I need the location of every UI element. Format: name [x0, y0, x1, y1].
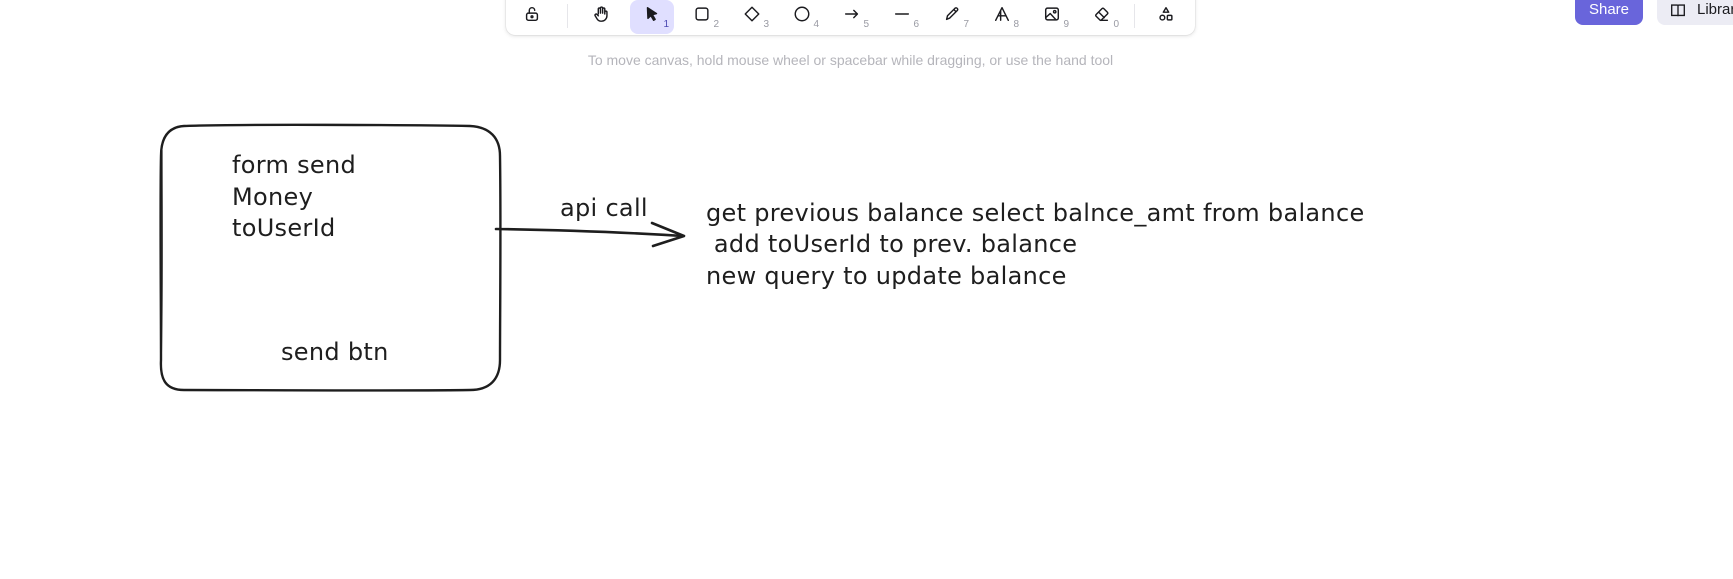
notes-line1: get previous balance select balnce_amt f… — [706, 199, 1365, 227]
arrow-label: api call — [560, 194, 648, 222]
library-label: Library — [1697, 1, 1733, 18]
tool-shortcut: 4 — [813, 19, 819, 30]
api-call-arrow[interactable] — [494, 227, 685, 238]
lock-tool-button[interactable] — [510, 0, 554, 34]
tool-shortcut: 7 — [963, 19, 969, 30]
tool-shortcut: 8 — [1013, 19, 1019, 30]
toolbar-divider — [1134, 4, 1135, 28]
image-icon — [1044, 7, 1060, 21]
line-icon — [894, 13, 910, 15]
eraser-tool-button[interactable]: 0 — [1080, 0, 1124, 34]
draw-tool-button[interactable]: 7 — [930, 0, 974, 34]
text-icon — [994, 6, 1010, 22]
toolbar-divider — [567, 4, 568, 28]
text-tool-button[interactable]: 8 — [980, 0, 1024, 34]
tool-shortcut: 2 — [713, 19, 719, 30]
send-button-label: send btn — [281, 338, 389, 366]
eraser-icon — [1095, 7, 1109, 22]
selection-tool-button[interactable]: 1 — [630, 0, 674, 34]
form-label-line1: form send — [232, 151, 357, 179]
diamond-icon — [744, 6, 760, 22]
form-label-line3: toUserId — [232, 214, 336, 242]
canvas-hint: To move canvas, hold mouse wheel or spac… — [587, 52, 1114, 68]
notes-line3: new query to update balance — [706, 262, 1067, 290]
line-tool-button[interactable]: 6 — [880, 0, 924, 34]
pointer-icon — [646, 6, 658, 22]
form-label-line2: Money — [232, 183, 314, 211]
image-tool-button[interactable]: 9 — [1030, 0, 1074, 34]
shapes-toolbar: 1 2 3 4 5 — [506, 0, 1195, 35]
tool-shortcut: 0 — [1113, 19, 1119, 30]
tool-shortcut: 5 — [863, 19, 869, 30]
extra-tools-button[interactable] — [1144, 0, 1188, 34]
hand-tool-button[interactable] — [579, 0, 623, 34]
form-rectangle[interactable] — [159, 123, 502, 392]
share-button[interactable]: Share — [1575, 0, 1643, 25]
ellipse-icon — [794, 6, 810, 22]
diamond-tool-button[interactable]: 3 — [730, 0, 774, 34]
notes-line2: add toUserId to prev. balance — [706, 230, 1078, 258]
pencil-icon — [945, 7, 959, 21]
tool-shortcut: 1 — [663, 19, 669, 30]
tool-shortcut: 9 — [1063, 19, 1069, 30]
rectangle-icon — [695, 7, 709, 21]
rectangle-tool-button[interactable]: 2 — [680, 0, 724, 34]
arrowhead — [650, 221, 686, 248]
book-icon — [1671, 3, 1685, 16]
hand-icon — [594, 6, 608, 22]
arrow-tool-button[interactable]: 5 — [830, 0, 874, 34]
lock-open-icon — [525, 7, 539, 22]
tool-shortcut: 3 — [763, 19, 769, 30]
shapes-icon — [1159, 6, 1173, 21]
arrow-right-icon — [844, 9, 859, 19]
tool-shortcut: 6 — [913, 19, 919, 30]
ellipse-tool-button[interactable]: 4 — [780, 0, 824, 34]
library-button[interactable]: Library — [1657, 0, 1733, 25]
